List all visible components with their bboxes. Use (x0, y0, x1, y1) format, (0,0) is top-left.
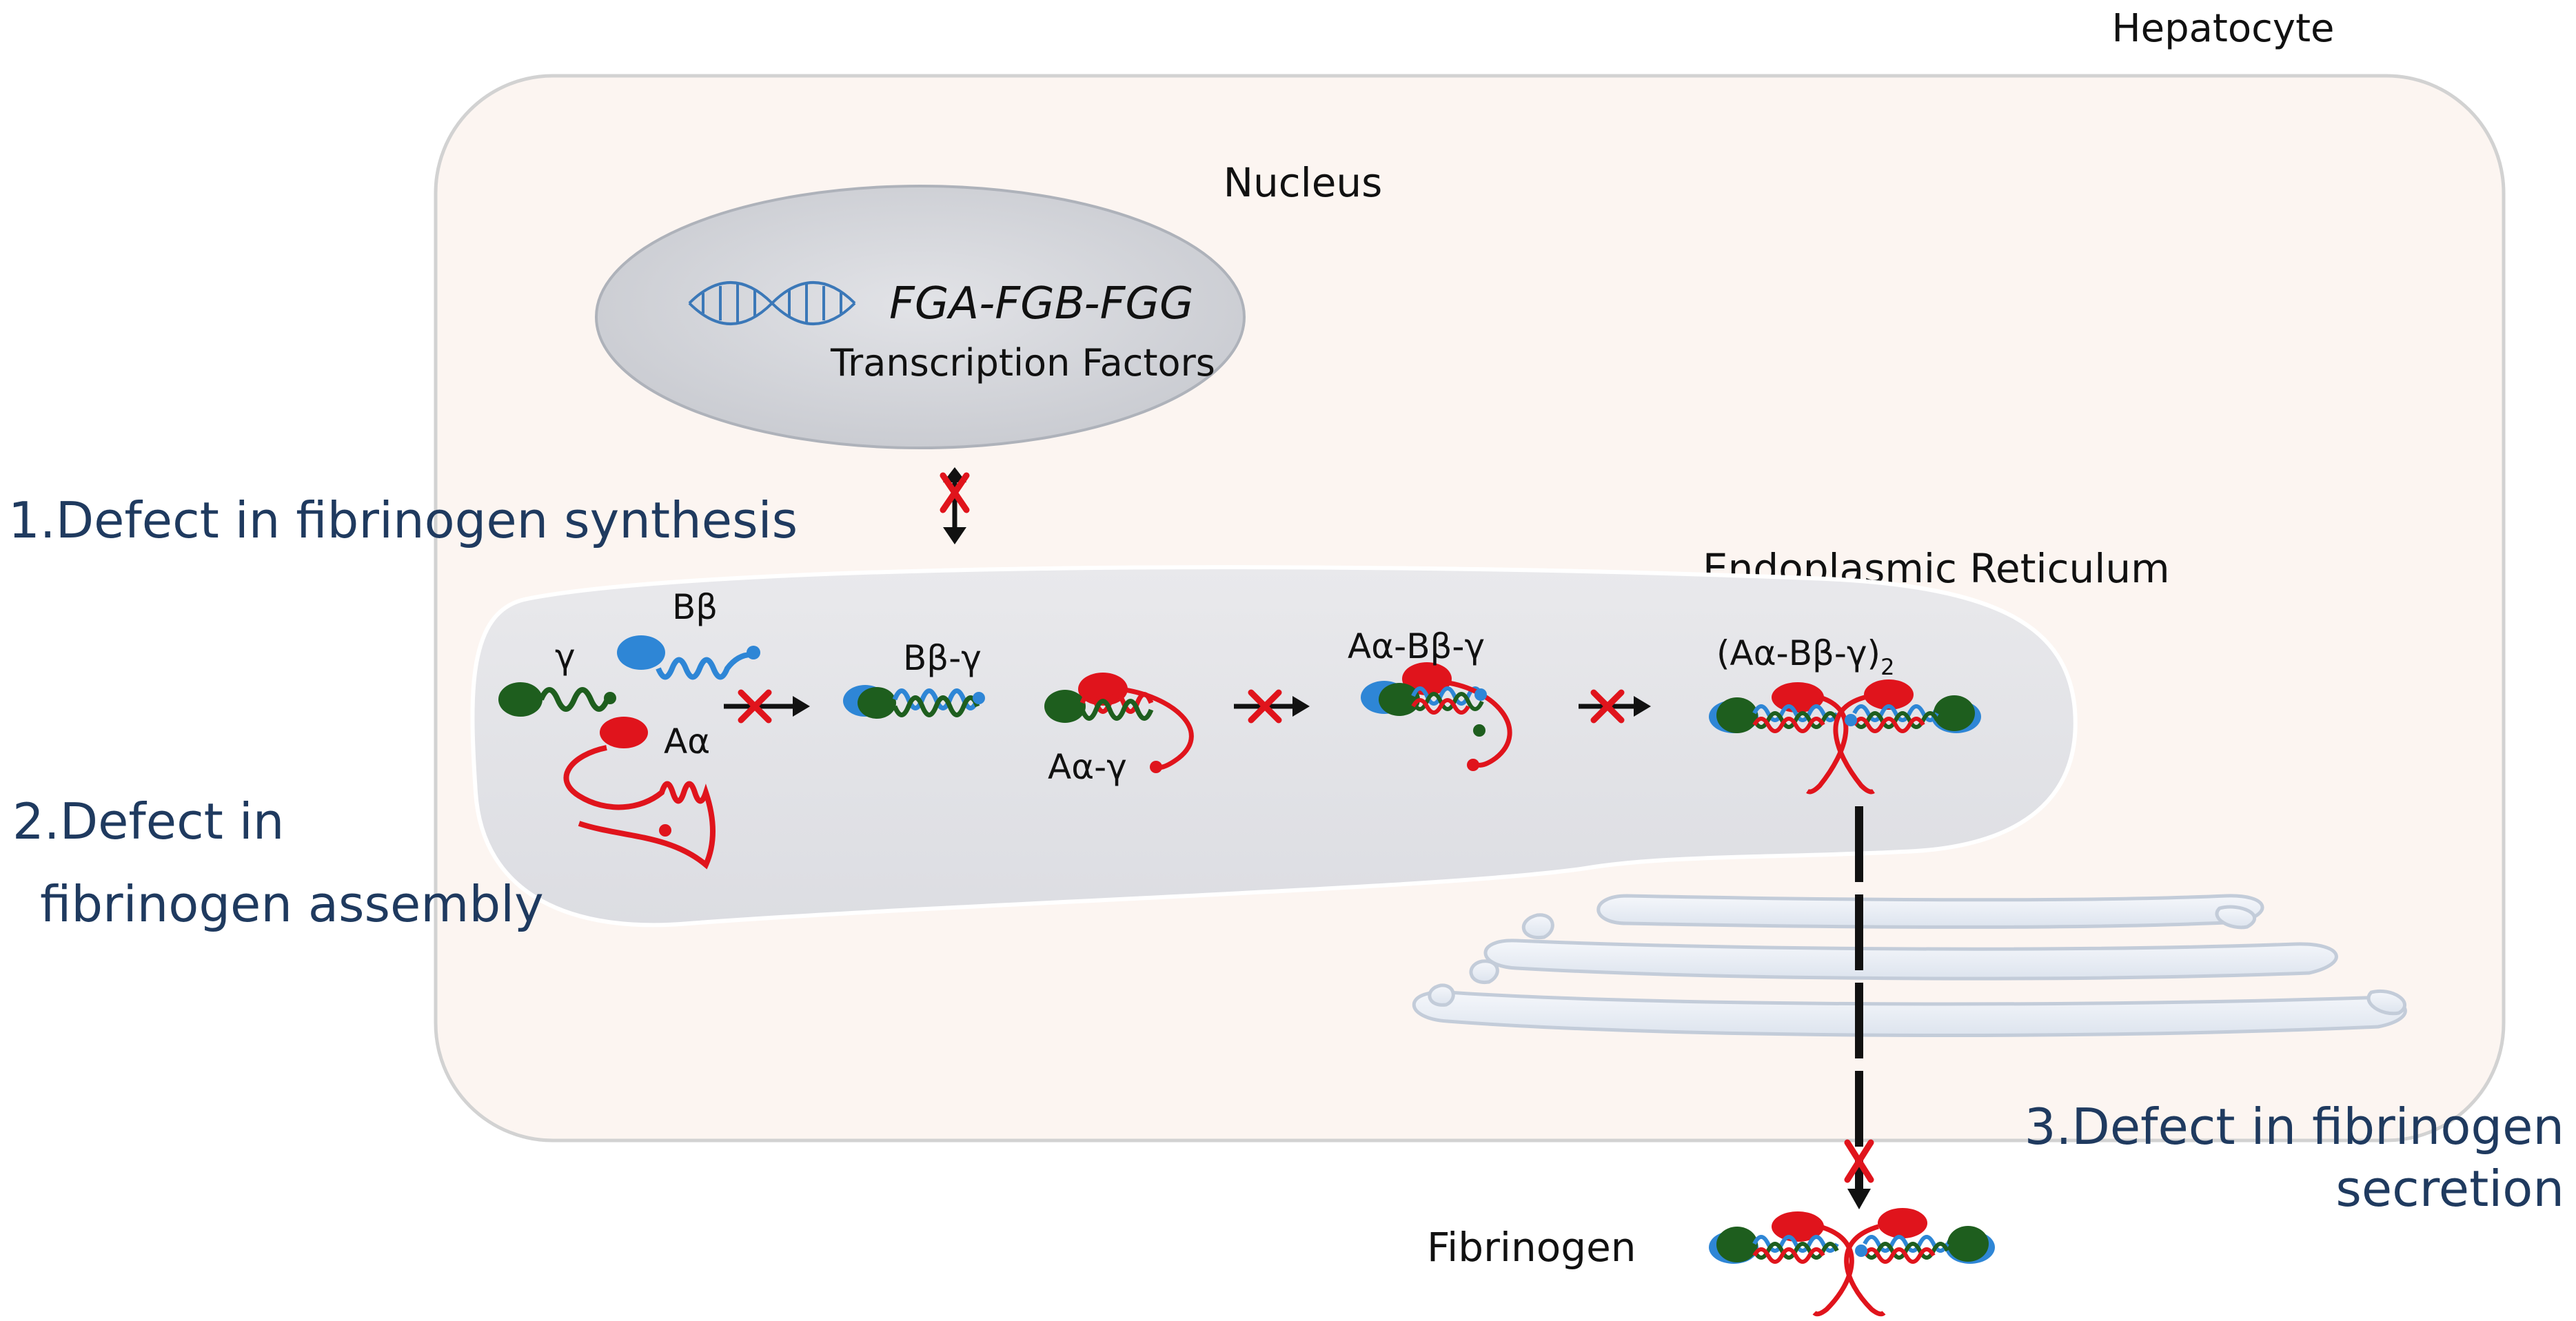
aalpha-gamma-label: Aα-γ (1048, 747, 1127, 787)
aalpha-chain-icon (563, 717, 716, 870)
assembly-arrow-3 (1579, 689, 1651, 724)
defect-assembly-label-line2: fibrinogen assembly (40, 875, 544, 933)
golgi-apparatus (1412, 894, 2407, 1037)
assembly-arrow-1 (724, 689, 810, 724)
dna-icon (688, 281, 856, 325)
hepatocyte-label: Hepatocyte (2112, 6, 2335, 51)
bbeta-gamma-complex-icon (843, 685, 985, 719)
genes-label: FGA-FGB-FGG (889, 278, 1194, 329)
hexamer-complex-icon (1709, 679, 1981, 795)
aalpha-bbeta-gamma-label: Aα-Bβ-γ (1348, 626, 1485, 666)
hexamer-label: (Aα-Bβ-γ)2 (1716, 633, 1894, 680)
block-x-icon (1248, 689, 1282, 724)
block-x-icon (1590, 689, 1625, 724)
synthesis-block-x-icon (940, 472, 970, 513)
assembly-arrow-2 (1234, 689, 1310, 724)
secretion-block-x-icon (1844, 1139, 1874, 1183)
defect-secretion-label-line1: 3.Defect in fibrinogen (2025, 1098, 2564, 1156)
fibrinogen-molecule-icon (1709, 1208, 1995, 1317)
nucleus (595, 185, 1246, 449)
transcription-factors-label: Transcription Factors (830, 341, 1215, 385)
secretion-arrow (1844, 806, 1874, 1209)
nucleus-label: Nucleus (1224, 159, 1383, 206)
bbeta-gamma-label: Bβ-γ (903, 638, 982, 678)
aalpha-label: Aα (664, 721, 710, 761)
fibrinogen-label: Fibrinogen (1427, 1224, 1636, 1271)
defect-assembly-label-line1: 2.Defect in (12, 792, 284, 850)
endoplasmic-reticulum (470, 565, 2078, 928)
aalpha-gamma-complex-icon (1044, 673, 1194, 773)
gamma-chain-icon (498, 682, 616, 717)
aalpha-bbeta-gamma-complex-icon (1361, 662, 1512, 771)
gamma-label: γ (555, 637, 576, 677)
block-x-icon (738, 689, 772, 724)
defect-secretion-label-line2: secretion (2335, 1160, 2564, 1218)
defect-synthesis-label: 1.Defect in fibrinogen synthesis (8, 491, 798, 549)
bbeta-chain-icon (617, 635, 760, 680)
bbeta-label: Bβ (672, 587, 718, 627)
